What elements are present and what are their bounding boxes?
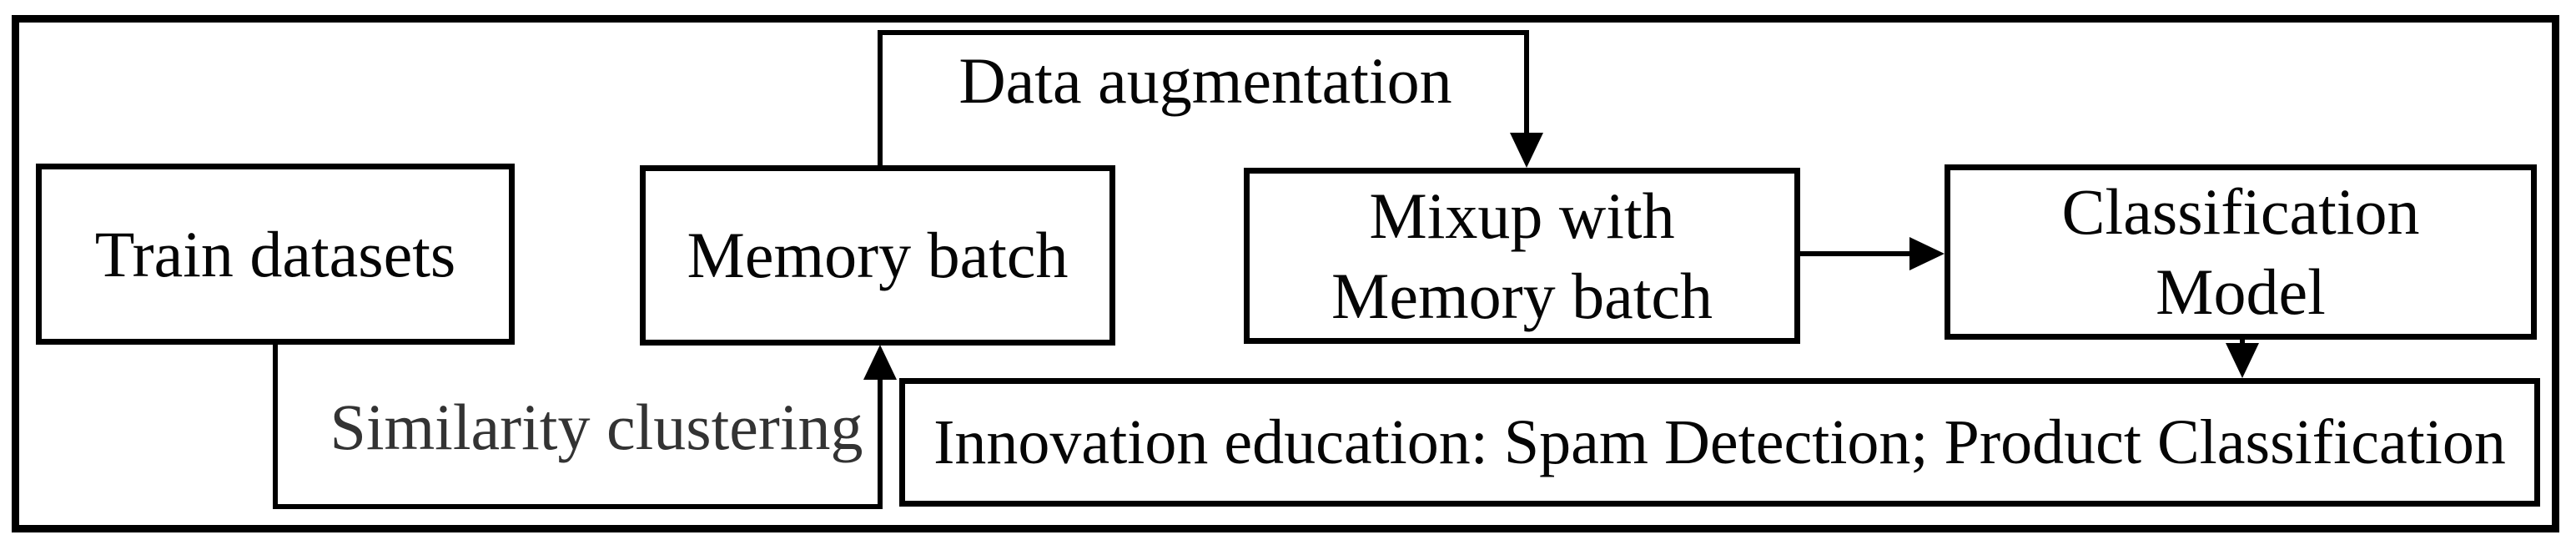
node-classification-model: Classification Model (1945, 164, 2537, 340)
node-innovation-education-label: Innovation education: Spam Detection; Pr… (933, 407, 2506, 477)
edge-mixup-to-classification-segment (1799, 251, 1916, 256)
node-classification-label-line2: Model (2156, 255, 2326, 328)
node-classification-label: Classification Model (2062, 172, 2420, 332)
node-memory-batch: Memory batch (640, 165, 1115, 346)
node-mixup-with-memory-batch: Mixup with Memory batch (1244, 168, 1800, 344)
edge-label-similarity-clustering: Similarity clustering (330, 391, 863, 463)
edge-classification-to-innovation-arrowhead-icon (2226, 343, 2259, 378)
edge-data-augmentation-segment-up (878, 30, 883, 166)
node-mixup-label-line2: Memory batch (1331, 259, 1713, 332)
edge-similarity-clustering-segment-across (273, 504, 883, 509)
node-mixup-label-line1: Mixup with (1369, 179, 1675, 252)
node-train-datasets-label: Train datasets (94, 217, 456, 290)
edge-similarity-clustering-arrowhead-icon (863, 345, 897, 380)
edge-data-augmentation-segment-across (878, 30, 1529, 35)
edge-label-data-augmentation: Data augmentation (958, 44, 1452, 117)
node-mixup-label: Mixup with Memory batch (1331, 176, 1713, 336)
edge-data-augmentation-segment-down (1524, 30, 1529, 139)
node-train-datasets: Train datasets (36, 164, 515, 345)
node-innovation-education: Innovation education: Spam Detection; Pr… (899, 378, 2540, 507)
node-memory-batch-label: Memory batch (687, 219, 1069, 291)
edge-similarity-clustering-segment-up (878, 376, 883, 509)
edge-mixup-to-classification-arrowhead-icon (1909, 237, 1945, 270)
edge-similarity-clustering-segment-down (273, 342, 278, 509)
diagram-outer-border (12, 15, 2559, 532)
node-classification-label-line1: Classification (2061, 175, 2420, 248)
edge-data-augmentation-arrowhead-icon (1510, 133, 1543, 168)
